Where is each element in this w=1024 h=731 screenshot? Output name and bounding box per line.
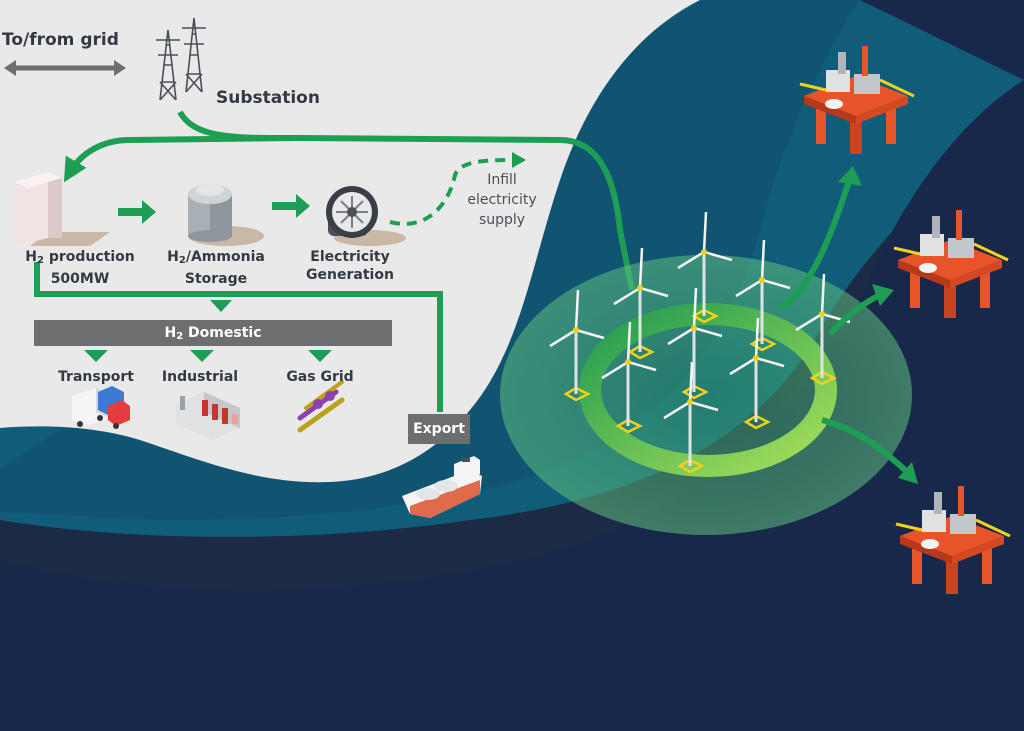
h2-production-icon — [14, 172, 110, 246]
infill-arrow — [389, 158, 513, 226]
electricity-line1: Electricity — [310, 249, 390, 265]
storage-label: H2/Ammonia Storage — [156, 248, 276, 288]
wind-turbine-icon — [549, 211, 851, 474]
grid-arrow-left-head — [4, 60, 16, 76]
turbine-generator-icon — [326, 186, 406, 246]
oil-platform-icon — [895, 486, 1011, 594]
h2-production-line2: 500MW — [50, 271, 110, 287]
platform-1-arrow-head — [838, 166, 862, 186]
wind-turbine-icon — [601, 321, 657, 434]
h2-export-line — [34, 262, 443, 412]
substation-to-h2-arrow — [63, 135, 301, 183]
h2-domestic-symbol: H — [164, 325, 177, 341]
grid-supply-arrow — [177, 110, 635, 291]
infill-line3: supply — [478, 212, 526, 228]
platform-1-arrow — [778, 177, 853, 311]
gas-grid-label: Gas Grid — [286, 369, 354, 385]
platform-3-arrow — [821, 417, 908, 473]
infill-label: Infill electricity supply — [452, 170, 552, 230]
wind-turbine-icon — [549, 289, 605, 402]
industrial-label: Industrial — [161, 369, 239, 385]
production-to-storage-arrow — [118, 200, 156, 224]
storage-subscript: 2 — [178, 255, 186, 266]
h2-domestic-subscript: 2 — [176, 331, 184, 342]
storage-to-generation-arrow — [272, 194, 310, 218]
h2-production-subscript: 2 — [36, 255, 44, 266]
wind-turbine-icon — [795, 273, 851, 386]
wind-turbine-icon — [613, 247, 669, 360]
h2-domestic-bar: H2 Domestic — [34, 320, 392, 346]
electricity-label: Electricity Generation — [290, 248, 410, 284]
infill-line1: Infill — [487, 172, 517, 188]
oil-platform-icon — [799, 46, 915, 154]
wind-farm-glow — [500, 255, 912, 535]
truck-icon — [72, 386, 130, 429]
wind-turbine-icon — [735, 239, 791, 352]
ship-icon — [402, 456, 482, 518]
gas-grid-arrow — [308, 350, 332, 362]
grid-arrow-right-head — [114, 60, 126, 76]
infill-line2: electricity — [467, 192, 537, 208]
storage-line2: Storage — [184, 271, 248, 287]
h2-production-line1: H2 production — [20, 248, 140, 270]
transport-arrow — [84, 350, 108, 362]
oil-platform-icon — [893, 210, 1009, 318]
grid-label: To/from grid — [2, 30, 119, 50]
wind-turbine-icon — [677, 211, 733, 324]
pylon-icon — [156, 17, 206, 101]
factory-icon — [176, 392, 240, 440]
storage-line1: H2/Ammonia — [156, 248, 276, 270]
platform-2-arrow-head — [872, 284, 894, 306]
platform-3-arrow-head — [898, 462, 918, 484]
storage-tank-icon — [188, 184, 264, 246]
industrial-arrow — [190, 350, 214, 362]
transport-label: Transport — [58, 369, 134, 385]
substation-label: Substation — [216, 88, 320, 108]
h2-production-label: H2 production 500MW — [20, 248, 140, 288]
gas-pipe-icon — [297, 380, 345, 433]
storage-text: /Ammonia — [185, 249, 265, 265]
electricity-line2: Generation — [306, 267, 394, 283]
h2-domestic-text: Domestic — [183, 325, 262, 341]
export-label: Export — [408, 414, 470, 444]
h2-to-domestic-arrow — [210, 300, 232, 312]
wind-turbine-icon — [663, 361, 719, 474]
platform-2-arrow — [827, 293, 880, 337]
storage-symbol: H — [167, 249, 179, 265]
h2-production-text: production — [43, 249, 135, 265]
infill-arrow-head — [512, 152, 526, 168]
wind-farm-ring — [579, 303, 837, 477]
h2-production-symbol: H — [25, 249, 37, 265]
wind-turbine-icon — [729, 317, 785, 430]
